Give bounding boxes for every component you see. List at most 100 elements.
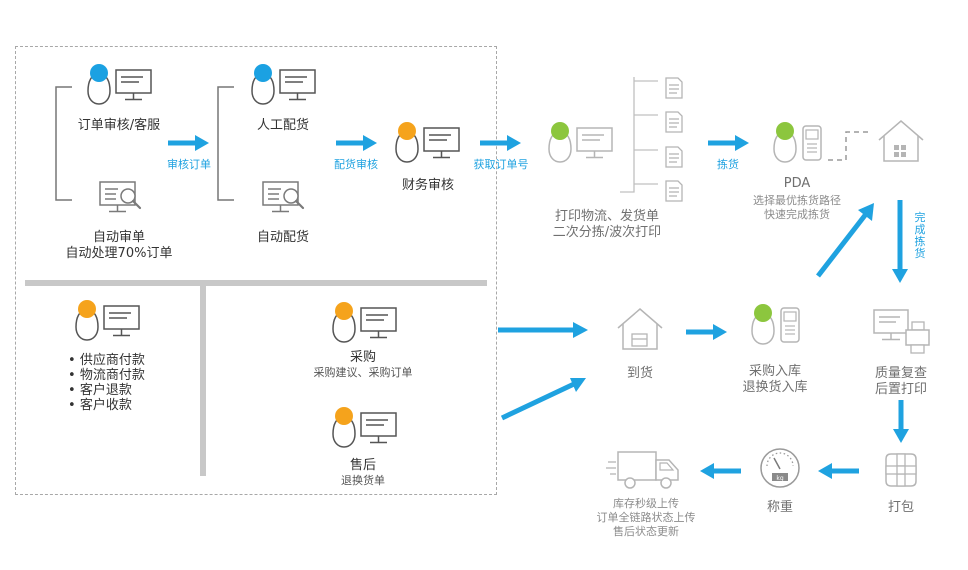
document-icon	[664, 145, 684, 169]
qc-sublabel: 后置打印	[874, 382, 928, 397]
bullet-dot: •	[68, 383, 80, 398]
arrow-label-picking: 拣货	[717, 158, 739, 171]
document-icon	[664, 179, 684, 203]
person-head-purchase	[335, 302, 353, 320]
arrow-label-get-tracking: 获取订单号	[473, 158, 529, 171]
arrow-weighing-to-shipping	[700, 463, 741, 479]
bullet-dot: •	[68, 368, 80, 383]
payment-item-label: 客户收款	[79, 398, 132, 413]
person-head-print	[551, 122, 569, 140]
payment-item-label: 供应商付款	[79, 353, 145, 368]
monitor-icon-order-review	[114, 68, 154, 104]
delivery-truck-icon	[606, 446, 686, 492]
printer-monitor-icon	[872, 308, 930, 356]
warehouse-icon	[876, 118, 926, 164]
auto-review-label: 自动审单	[92, 230, 146, 245]
arrow-order-review	[168, 135, 209, 151]
payment-list: • 供应商付款 • 物流商付款 • 客户退款 • 客户收款	[68, 353, 145, 413]
arrow-label-allocation-review: 配货审核	[334, 158, 378, 171]
packing-label: 打包	[887, 500, 915, 515]
person-head-aftersales	[335, 407, 353, 425]
arrow-qc-to-packing	[893, 400, 909, 443]
scale-unit-label: kg	[776, 475, 784, 482]
internal-process-frame	[15, 46, 497, 495]
person-head-pda	[776, 122, 794, 140]
search-monitor-icon-auto-allocation	[261, 180, 307, 216]
arrival-warehouse-icon	[615, 306, 665, 352]
allocation-bracket	[217, 86, 234, 201]
person-icon-pda	[770, 122, 800, 166]
person-icon-payments	[72, 300, 102, 344]
pda-sublabel-1: 选择最优拣货路径	[753, 194, 841, 207]
pda-device-icon-inbound	[778, 306, 802, 346]
payment-item: • 客户退款	[68, 383, 145, 398]
section-divider-horizontal	[25, 280, 487, 286]
aftersales-sublabel: 退换货单	[341, 474, 385, 487]
person-icon-print	[545, 122, 575, 166]
arrow-aftersales-to-arrival	[500, 378, 586, 421]
payment-item-label: 物流商付款	[79, 368, 145, 383]
monitor-icon-purchase	[359, 306, 399, 342]
person-icon-aftersales	[329, 407, 359, 451]
auto-review-sublabel: 自动处理70%订单	[65, 246, 173, 261]
purchase-label: 采购	[349, 350, 377, 365]
arrow-inbound-to-warehouse	[816, 203, 874, 278]
person-icon-inbound	[748, 304, 778, 348]
payment-item: • 客户收款	[68, 398, 145, 413]
pda-sublabel-2: 快速完成拣货	[764, 208, 830, 221]
dashed-path-connector	[828, 131, 870, 161]
arrow-arrival-to-inbound	[686, 324, 727, 340]
search-monitor-icon-auto-review	[98, 180, 144, 216]
pda-device-icon	[800, 124, 824, 164]
order-review-label: 订单审核/客服	[77, 118, 161, 133]
finance-review-label: 财务审核	[401, 178, 455, 193]
person-head-inbound	[754, 304, 772, 322]
pda-label: PDA	[783, 176, 811, 191]
arrow-purchase-to-arrival	[498, 322, 588, 338]
person-head-order-review	[90, 64, 108, 82]
arrow-packing-to-weighing	[818, 463, 859, 479]
arrow-label-complete-picking: 完成拣货	[914, 211, 926, 260]
arrow-complete-picking	[892, 200, 908, 283]
bullet-dot: •	[68, 398, 80, 413]
qc-label: 质量复查	[874, 366, 928, 381]
auto-allocation-label: 自动配货	[256, 230, 310, 245]
bullet-dot: •	[68, 353, 80, 368]
manual-allocation-label: 人工配货	[256, 118, 310, 133]
monitor-icon-manual-allocation	[278, 68, 318, 104]
inbound-label: 采购入库	[748, 364, 802, 379]
monitor-icon-print	[575, 126, 615, 162]
print-sublabel: 二次分拣/波次打印	[552, 225, 662, 240]
arrow-allocation-review	[336, 135, 377, 151]
document-icon	[664, 110, 684, 134]
monitor-icon-finance-review	[422, 126, 462, 162]
order-review-bracket	[55, 86, 72, 201]
person-icon-purchase	[329, 302, 359, 346]
person-head-payments	[78, 300, 96, 318]
payment-item: • 供应商付款	[68, 353, 145, 368]
payment-item: • 物流商付款	[68, 368, 145, 383]
arrow-get-tracking	[480, 135, 521, 151]
person-head-manual-allocation	[254, 64, 272, 82]
person-icon-order-review	[84, 64, 114, 108]
monitor-icon-aftersales	[359, 411, 399, 447]
person-icon-finance-review	[392, 122, 422, 166]
person-icon-manual-allocation	[248, 64, 278, 108]
payment-item-label: 客户退款	[79, 383, 132, 398]
document-icon	[664, 76, 684, 100]
scale-icon	[758, 446, 802, 490]
weighing-label: 称重	[766, 500, 794, 515]
shipping-label-3: 售后状态更新	[613, 525, 679, 538]
shipping-label-1: 库存秒级上传	[613, 497, 679, 510]
purchase-sublabel: 采购建议、采购订单	[313, 366, 413, 379]
print-label: 打印物流、发货单	[554, 209, 660, 224]
person-head-finance-review	[398, 122, 416, 140]
arrow-picking	[708, 135, 749, 151]
section-divider-vertical	[200, 286, 206, 476]
doc-bracket	[620, 77, 658, 193]
arrival-label: 到货	[626, 366, 654, 381]
shipping-label-2: 订单全链路状态上传	[596, 511, 696, 524]
package-icon	[881, 450, 921, 490]
arrow-label-order-review: 审核订单	[167, 158, 211, 171]
aftersales-label: 售后	[349, 458, 377, 473]
